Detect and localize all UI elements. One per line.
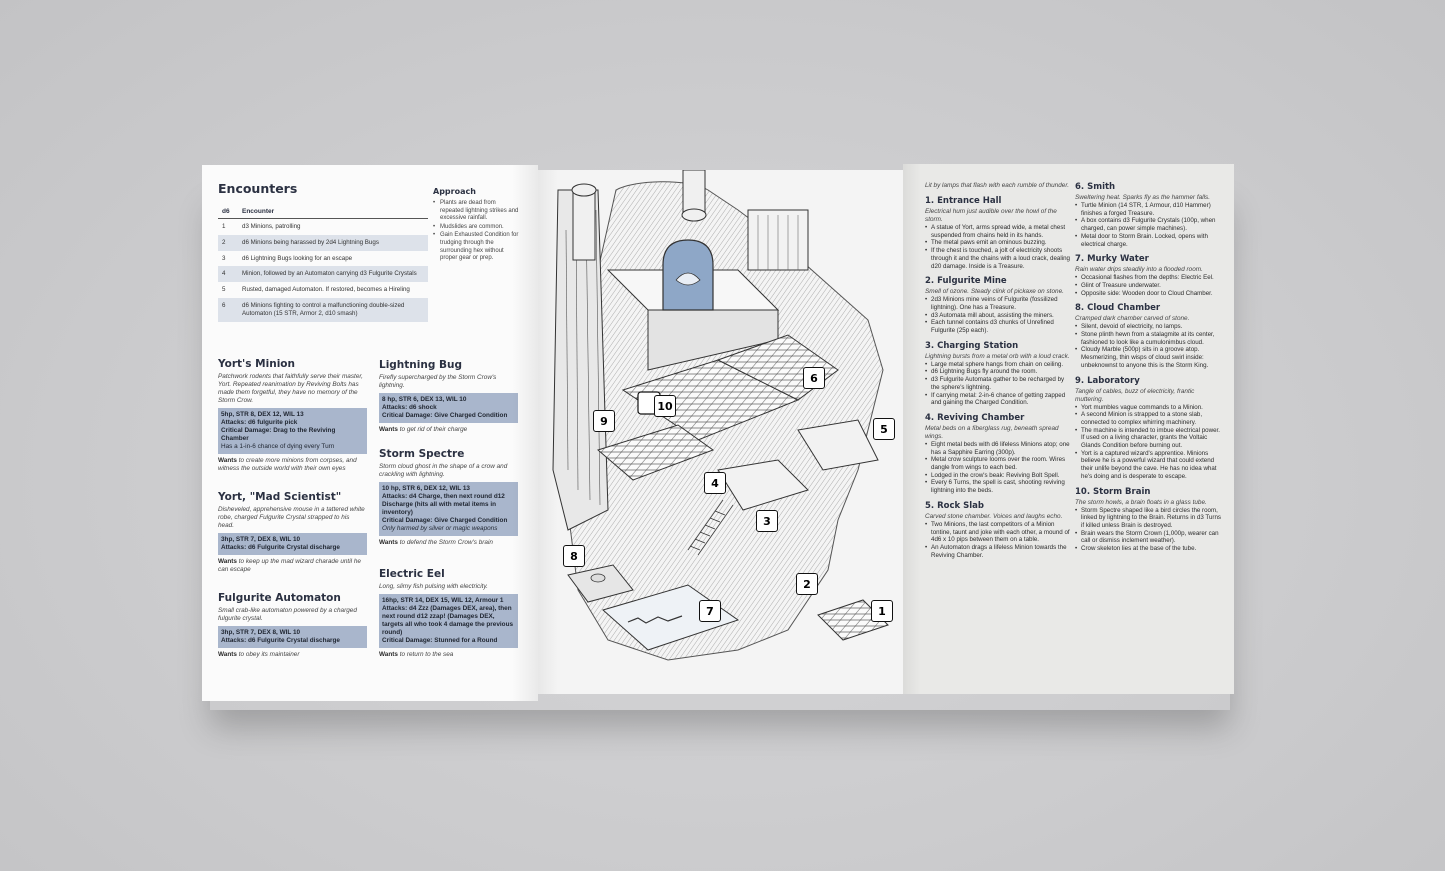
room-10: 10. Storm Brain The storm howls, a brain… — [1075, 487, 1223, 553]
list-item: Plants are dead from repeated lightning … — [433, 200, 521, 223]
right-panel: Lit by lamps that flash with each rumble… — [903, 164, 1234, 694]
room-marker-7: 7 — [699, 600, 721, 622]
col-d6: d6 — [218, 205, 238, 219]
room-2: 2. Fulgurite Mine Smell of ozone. Steady… — [925, 276, 1070, 335]
room-marker-2: 2 — [796, 573, 818, 595]
npc-electric-eel: Electric Eel Long, slimy fish pulsing wi… — [379, 568, 518, 659]
stat-block: 16hp, STR 14, DEX 15, WIL 12, Armour 1 A… — [379, 594, 518, 648]
room-marker-6: 6 — [803, 367, 825, 389]
room-marker-4: 4 — [704, 472, 726, 494]
npc-storm-spectre: Storm Spectre Storm cloud ghost in the s… — [379, 448, 518, 547]
room-marker-5: 5 — [873, 418, 895, 440]
npc-fulgurite-automaton: Fulgurite Automaton Small crab-like auto… — [218, 592, 367, 659]
room-marker-3: 3 — [756, 510, 778, 532]
room-6: 6. Smith Sweltering heat. Sparks fly as … — [1075, 182, 1223, 248]
room-1-floor — [817, 599, 889, 641]
room-key-col-1: Lit by lamps that flash with each rumble… — [925, 182, 1070, 559]
room-3: 3. Charging Station Lightning bursts fro… — [925, 341, 1070, 407]
fold-shadow — [903, 164, 921, 694]
room-7: 7. Murky Water Rain water drips steadily… — [1075, 254, 1223, 297]
room-4: 4. Reviving Chamber Metal beds on a fibe… — [925, 413, 1070, 495]
list-item: Gain Exhausted Condition for trudging th… — [433, 232, 521, 262]
col-encounter: Encounter — [238, 205, 428, 219]
room-8-floor — [567, 564, 634, 603]
npc-lightning-bug: Lightning Bug Firefly supercharged by th… — [379, 359, 518, 434]
room-8: 8. Cloud Chamber Cramped dark chamber ca… — [1075, 303, 1223, 369]
fold-shadow — [512, 165, 538, 701]
fold-shadow — [538, 170, 558, 694]
room-marker-1: 1 — [871, 600, 893, 622]
room-key-col-2: 6. Smith Sweltering heat. Sparks fly as … — [1075, 182, 1223, 553]
stat-block: 3hp, STR 7, DEX 8, WIL 10 Attacks: d6 Fu… — [218, 533, 367, 555]
rooms-intro: Lit by lamps that flash with each rumble… — [925, 182, 1069, 189]
stat-block: 10 hp, STR 6, DEX 12, WIL 13 Attacks: d4… — [379, 482, 518, 536]
stat-block: 5hp, STR 8, DEX 12, WIL 13 Attacks: d6 f… — [218, 408, 367, 454]
room-marker-9: 9 — [593, 410, 615, 432]
stat-block: 3hp, STR 7, DEX 8, WIL 10 Attacks: d6 Fu… — [218, 626, 367, 648]
room-5: 5. Rock Slab Carved stone chamber. Voice… — [925, 501, 1070, 560]
approach-title: Approach — [433, 187, 476, 196]
room-9-floor — [596, 424, 715, 481]
list-item: Mudslides are common. — [433, 224, 521, 232]
room-5-floor — [797, 419, 879, 471]
stat-block: 8 hp, STR 6, DEX 13, WIL 10 Attacks: d6 … — [379, 393, 518, 423]
dungeon-map — [552, 170, 889, 661]
room-marker-10: 10 — [654, 395, 676, 417]
room-marker-8: 8 — [563, 545, 585, 567]
room-9: 9. Laboratory Tangle of cables, buzz of … — [1075, 376, 1223, 481]
encounters-title: Encounters — [218, 181, 298, 196]
npc-yorts-minion: Yort's Minion Patchwork rodents that fai… — [218, 358, 367, 473]
npc-yort: Yort, "Mad Scientist" Disheveled, appreh… — [218, 491, 367, 574]
approach-section: Approach Plants are dead from repeated l… — [433, 187, 521, 264]
stairs — [687, 499, 734, 556]
room-1: 1. Entrance Hall Electrical hum just aud… — [925, 196, 1070, 270]
stone-columns — [571, 170, 707, 261]
room-3-floor — [717, 459, 809, 511]
middle-panel: 10 6 5 9 4 3 8 2 7 1 — [538, 170, 903, 694]
